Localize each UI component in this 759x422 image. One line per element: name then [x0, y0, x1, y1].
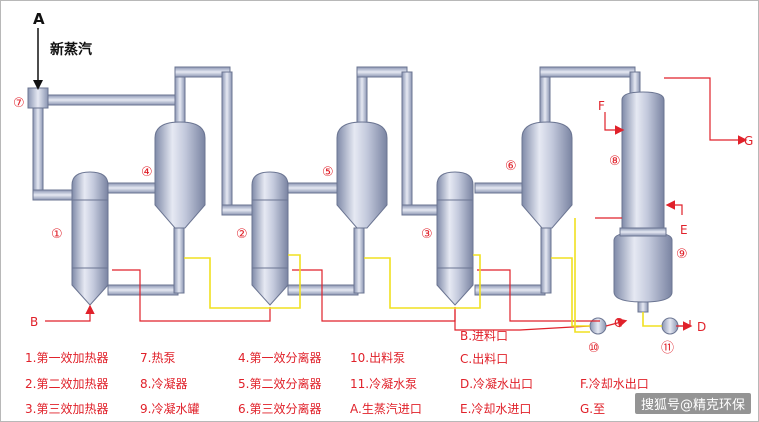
legend-cell-r1c4: C.出料口	[460, 352, 509, 366]
label-10: ⑩	[588, 341, 600, 356]
legend-cell-r0c2: 4.第一效分离器	[238, 351, 322, 365]
condensate-line	[184, 218, 662, 333]
legend-cell-r1c0: 2.第二效加热器	[25, 377, 109, 391]
feed-line	[45, 77, 748, 331]
stream-B: B	[30, 315, 38, 329]
stream-D: D	[697, 320, 706, 334]
legend-cell-r2c1: 9.冷凝水罐	[140, 402, 200, 416]
legend-cell-r2c5: F.冷却水出口	[580, 377, 649, 391]
steam-inlet: A 新蒸汽	[33, 10, 92, 90]
inlet-label: 新蒸汽	[50, 41, 92, 58]
separator-vessels	[154, 121, 573, 229]
legend-cell-r1c3: 11.冷凝水泵	[350, 377, 418, 391]
watermark: 搜狐号@精克环保	[634, 393, 751, 414]
pumps	[589, 317, 679, 335]
label-2: ②	[236, 227, 248, 242]
stream-G: G	[744, 134, 753, 148]
legend-cell-r2c4: D.冷凝水出口	[460, 377, 534, 391]
legend-cell-r3c4: E.冷却水进口	[460, 402, 532, 416]
label-7: ⑦	[13, 96, 25, 111]
stream-E: E	[680, 223, 688, 237]
label-6: ⑥	[505, 159, 517, 174]
legend-cell-r0c4: B.进料口	[460, 329, 509, 343]
inlet-letter: A	[33, 10, 45, 28]
label-11: ⑪	[661, 341, 674, 356]
legend-cell-r0c3: 10.出料泵	[350, 351, 406, 365]
legend-cell-r1c1: 8.冷凝器	[140, 377, 188, 391]
legend-cell-r0c0: 1.第一效加热器	[25, 351, 109, 365]
label-8: ⑧	[609, 154, 621, 169]
legend-cell-r3c5: G.至	[580, 402, 606, 416]
equipment-labels: ⑦ ① ④ ② ⑤ ③ ⑥ ⑧ ⑨ ⑩ ⑪	[13, 96, 688, 356]
stream-F: F	[598, 99, 605, 113]
legend-cell-r2c0: 3.第三效加热器	[25, 402, 109, 416]
stream-C: C	[614, 316, 622, 330]
label-4: ④	[141, 165, 153, 180]
label-5: ⑤	[322, 165, 334, 180]
legend-cell-r2c3: A.生蒸汽进口	[350, 402, 422, 416]
heat-pump	[27, 87, 49, 109]
condenser	[613, 91, 673, 313]
label-3: ③	[421, 227, 433, 242]
label-9: ⑨	[676, 247, 688, 262]
label-1: ①	[51, 227, 63, 242]
legend-cell-r2c2: 6.第三效分离器	[238, 402, 322, 416]
legend-cell-r1c2: 5.第二效分离器	[238, 377, 322, 391]
stream-letters: B C D E F G	[30, 99, 753, 334]
legend-cell-r0c1: 7.热泵	[140, 351, 176, 365]
heater-vessels	[71, 171, 474, 306]
